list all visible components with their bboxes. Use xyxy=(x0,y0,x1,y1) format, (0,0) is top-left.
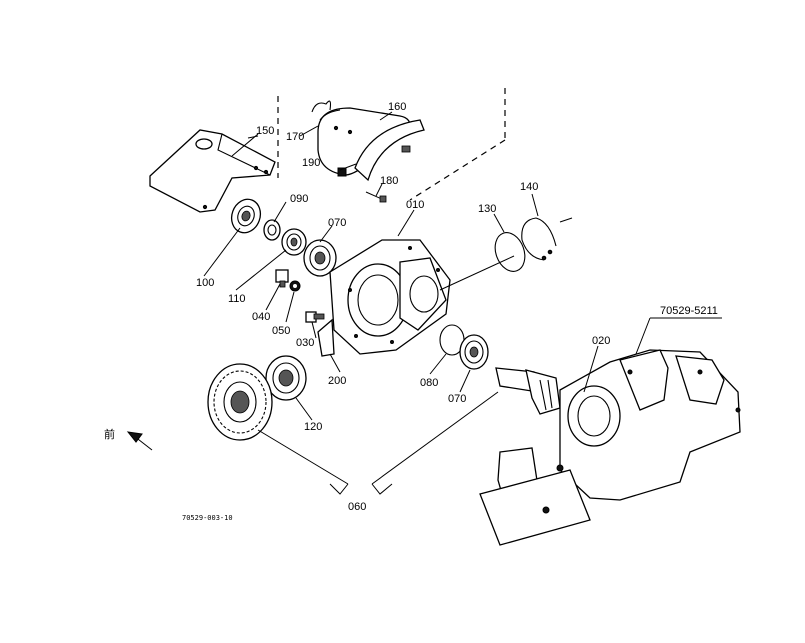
part-100-oil-seal xyxy=(230,198,262,234)
part-040-plug xyxy=(275,269,289,288)
part-140-snap-ring xyxy=(521,217,557,261)
part-070-bearing-upper xyxy=(303,239,337,277)
part-090-collar xyxy=(263,219,281,241)
label-170: 170 xyxy=(286,131,304,143)
part-020-axle-housing xyxy=(479,349,741,546)
part-160-cover xyxy=(311,100,425,182)
label-010: 010 xyxy=(406,199,424,211)
front-direction-arrow xyxy=(126,431,153,451)
label-180: 180 xyxy=(380,175,398,187)
cover-group-dashed-outline xyxy=(277,88,506,201)
part-pinion-shaft xyxy=(495,367,561,415)
part-bevel-gear xyxy=(207,363,273,441)
part-200-lock-plate xyxy=(317,318,335,357)
part-130-o-ring xyxy=(494,232,526,272)
label-030: 030 xyxy=(296,337,314,349)
label-060: 060 xyxy=(348,501,366,513)
part-120-bearing xyxy=(265,355,307,401)
label-020: 020 xyxy=(592,335,610,347)
part-180-bolt xyxy=(365,191,387,203)
part-110-bearing xyxy=(281,228,307,256)
reference-label: 70529-5211 xyxy=(660,305,718,317)
front-marker: 前 xyxy=(104,427,115,441)
label-050: 050 xyxy=(272,325,290,337)
label-150: 150 xyxy=(256,125,274,137)
label-080: 080 xyxy=(420,377,438,389)
drawing-number: 70529-003-10 xyxy=(182,514,233,522)
label-070-upper: 070 xyxy=(328,217,346,229)
part-190-nut xyxy=(337,167,347,177)
label-100: 100 xyxy=(196,277,214,289)
label-140: 140 xyxy=(520,181,538,193)
leader-lines xyxy=(203,111,722,495)
label-070-lower: 070 xyxy=(448,393,466,405)
part-030-bolt xyxy=(305,311,325,323)
label-120: 120 xyxy=(304,421,322,433)
part-number-labels: 150 160 170 190 180 090 010 070 130 140 … xyxy=(104,101,718,522)
label-190: 190 xyxy=(302,157,320,169)
label-040: 040 xyxy=(252,311,270,323)
label-200: 200 xyxy=(328,375,346,387)
label-110: 110 xyxy=(228,293,246,305)
part-010-gear-case xyxy=(329,239,451,355)
part-150-guard-plate xyxy=(149,129,276,213)
label-130: 130 xyxy=(478,203,496,215)
part-070-bearing-lower xyxy=(459,334,489,370)
label-090: 090 xyxy=(290,193,308,205)
label-160: 160 xyxy=(388,101,406,113)
part-050-washer xyxy=(289,280,301,292)
